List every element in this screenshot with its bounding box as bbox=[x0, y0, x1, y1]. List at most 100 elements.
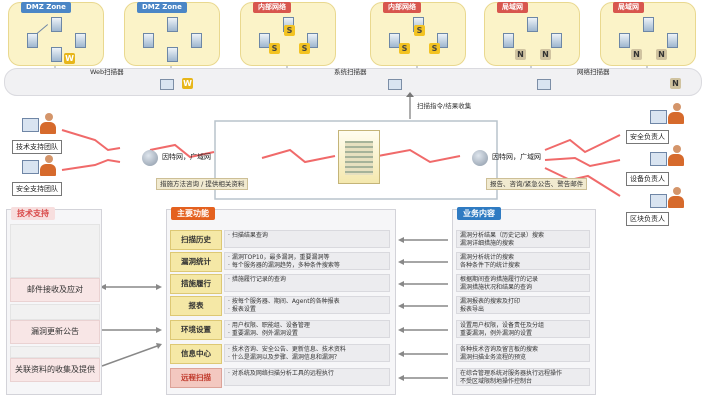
function-label: 扫描历史 bbox=[170, 230, 222, 250]
server-icon bbox=[527, 17, 538, 32]
role-security-support: 安全支持团队 bbox=[12, 182, 62, 196]
system-scanner-icon bbox=[388, 79, 402, 90]
business-line: 报表导出 bbox=[460, 305, 485, 313]
computer-icon bbox=[22, 118, 39, 132]
business-line: 在综合管理系统对服务器执行远程操作 bbox=[460, 370, 563, 377]
function-desc: · 按每个服务器、期间、Agent的各种报表· 报表设置 bbox=[224, 296, 390, 314]
computer-icon bbox=[22, 160, 39, 174]
function-row: 信息中心 · 技术咨询、安全公告、更新信息、技术资料· 什么是漏洞以及步骤、漏洞… bbox=[170, 344, 392, 364]
server-icon bbox=[27, 33, 38, 48]
system-agent-icon: S bbox=[429, 43, 440, 54]
support-blank bbox=[10, 304, 100, 320]
function-row: 报表 · 按每个服务器、期间、Agent的各种报表· 报表设置 bbox=[170, 296, 392, 316]
server-icon bbox=[503, 33, 514, 48]
function-desc-line: · 扫描结果查询 bbox=[228, 232, 268, 239]
role-block-owner: 区块负责人 bbox=[626, 212, 669, 226]
function-row: 远程扫描 · 对系统及网络扫描分析工具的远程执行 bbox=[170, 368, 392, 388]
server-icon bbox=[51, 17, 62, 32]
internet-globe-icon bbox=[142, 150, 158, 166]
zone-label: DMZ Zone bbox=[137, 2, 187, 13]
business-line: 各种技术咨询及留言板的搜索 bbox=[460, 346, 539, 353]
business-row: 漏洞分析统计的搜索各种条件下的统计搜索 bbox=[456, 252, 590, 270]
zone-dmz-1: DMZ Zone W bbox=[8, 2, 104, 66]
business-line: 设置用户权限，设备责任及分组 bbox=[460, 322, 545, 329]
zone-lan-2: 局域网 N N bbox=[600, 2, 696, 66]
function-desc: · 措施履行记录的查询 bbox=[224, 274, 390, 292]
central-server-icon bbox=[338, 130, 380, 184]
function-label: 措施履行 bbox=[170, 274, 222, 294]
server-icon bbox=[619, 33, 630, 48]
function-row: 措施履行 · 措施履行记录的查询 bbox=[170, 274, 392, 294]
person-icon bbox=[40, 155, 56, 176]
business-title: 业务内容 bbox=[457, 207, 501, 220]
system-scanner-label: 系统扫描器 bbox=[334, 68, 367, 76]
support-blank bbox=[10, 224, 100, 278]
internet-globe-icon bbox=[472, 150, 488, 166]
support-item-email: 邮件接收及应对 bbox=[10, 278, 100, 302]
person-icon bbox=[668, 187, 684, 208]
support-item-resources: 关联资料的收集及提供 bbox=[10, 358, 100, 382]
business-line: 重要漏洞，例外漏洞的设置 bbox=[460, 329, 533, 337]
server-icon bbox=[551, 33, 562, 48]
person-icon bbox=[668, 103, 684, 124]
server-icon bbox=[259, 33, 270, 48]
function-label: 远程扫描 bbox=[170, 368, 222, 388]
system-agent-icon: S bbox=[414, 25, 425, 36]
support-title: 技术支持 bbox=[11, 207, 55, 220]
business-line: 漏洞分析统计的搜索 bbox=[460, 254, 515, 261]
zone-internal-2: 内部网络 S S S bbox=[370, 2, 466, 66]
computer-icon bbox=[650, 194, 667, 208]
network-agent-icon: N bbox=[540, 49, 551, 60]
wan-right-note: 报告、咨询/紧急公告、警告邮件 bbox=[486, 178, 588, 190]
function-row: 扫描历史 · 扫描结果查询 bbox=[170, 230, 392, 250]
zone-label: DMZ Zone bbox=[21, 2, 71, 13]
business-line: 漏洞报表的搜索及打印 bbox=[460, 298, 521, 305]
server-icon bbox=[191, 33, 202, 48]
server-icon bbox=[143, 33, 154, 48]
function-label: 报表 bbox=[170, 296, 222, 316]
business-row: 根据期间查询措施履行的记录漏洞措施状况和结果的查询 bbox=[456, 274, 590, 292]
computer-icon bbox=[650, 110, 667, 124]
business-panel: 业务内容 漏洞分析结果（历史记录）搜索漏洞详细措施的搜索 漏洞分析统计的搜索各种… bbox=[452, 207, 596, 395]
zone-label: 局域网 bbox=[613, 2, 644, 13]
role-tech-support: 技术支持团队 bbox=[12, 140, 62, 154]
zone-lan-1: 局域网 N N bbox=[484, 2, 580, 66]
functions-panel: 主要功能 扫描历史 · 扫描结果查询 漏洞统计 · 漏洞TOP10，最多漏洞，重… bbox=[166, 207, 396, 395]
function-desc: · 对系统及网络扫描分析工具的远程执行 bbox=[224, 368, 390, 386]
zone-internal-1: 内部网络 S S S bbox=[240, 2, 336, 66]
network-scanner-icon bbox=[537, 79, 551, 90]
business-line: 漏洞措施状况和结果的查询 bbox=[460, 283, 533, 291]
function-desc-line: · 措施履行记录的查询 bbox=[228, 276, 286, 283]
system-agent-icon: S bbox=[299, 43, 310, 54]
server-icon bbox=[643, 17, 654, 32]
system-agent-icon: S bbox=[399, 43, 410, 54]
function-desc: · 用户权限、职能组、设备管理· 重要漏洞、例外漏洞设置 bbox=[224, 320, 390, 338]
person-icon bbox=[668, 145, 684, 166]
network-agent-icon: N bbox=[656, 49, 667, 60]
network-agent-icon: N bbox=[670, 78, 681, 89]
command-collect-label: 扫描指令/结果收集 bbox=[417, 102, 472, 110]
business-row: 漏洞分析结果（历史记录）搜索漏洞详细措施的搜索 bbox=[456, 230, 590, 248]
function-desc-line: · 重要漏洞、例外漏洞设置 bbox=[228, 329, 298, 337]
zone-label: 内部网络 bbox=[383, 2, 421, 13]
business-line: 漏洞扫描业务流程的预览 bbox=[460, 353, 527, 361]
function-desc-line: · 技术咨询、安全公告、更新信息、技术资料 bbox=[228, 346, 346, 353]
business-line: 漏洞分析结果（历史记录）搜索 bbox=[460, 232, 545, 239]
server-icon bbox=[167, 17, 178, 32]
server-icon bbox=[667, 33, 678, 48]
server-icon bbox=[75, 33, 86, 48]
system-agent-icon: S bbox=[284, 25, 295, 36]
wan-left-note: 措施方法咨询 / 提供相关资料 bbox=[156, 178, 249, 190]
function-desc-line: · 什么是漏洞以及步骤、漏洞信息和漏洞？ bbox=[228, 353, 340, 361]
server-icon bbox=[167, 47, 178, 62]
function-desc: · 漏洞TOP10，最多漏洞，重要漏洞等· 每个服务器的漏洞趋势，多种条件搜索等 bbox=[224, 252, 390, 270]
function-desc-line: · 对系统及网络扫描分析工具的远程执行 bbox=[228, 370, 334, 377]
web-agent-icon: W bbox=[182, 78, 193, 89]
function-desc: · 技术咨询、安全公告、更新信息、技术资料· 什么是漏洞以及步骤、漏洞信息和漏洞… bbox=[224, 344, 390, 362]
role-device-owner: 设备负责人 bbox=[626, 172, 669, 186]
system-agent-icon: S bbox=[269, 43, 280, 54]
function-label: 漏洞统计 bbox=[170, 252, 222, 272]
server-icon bbox=[437, 33, 448, 48]
function-desc: · 扫描结果查询 bbox=[224, 230, 390, 248]
